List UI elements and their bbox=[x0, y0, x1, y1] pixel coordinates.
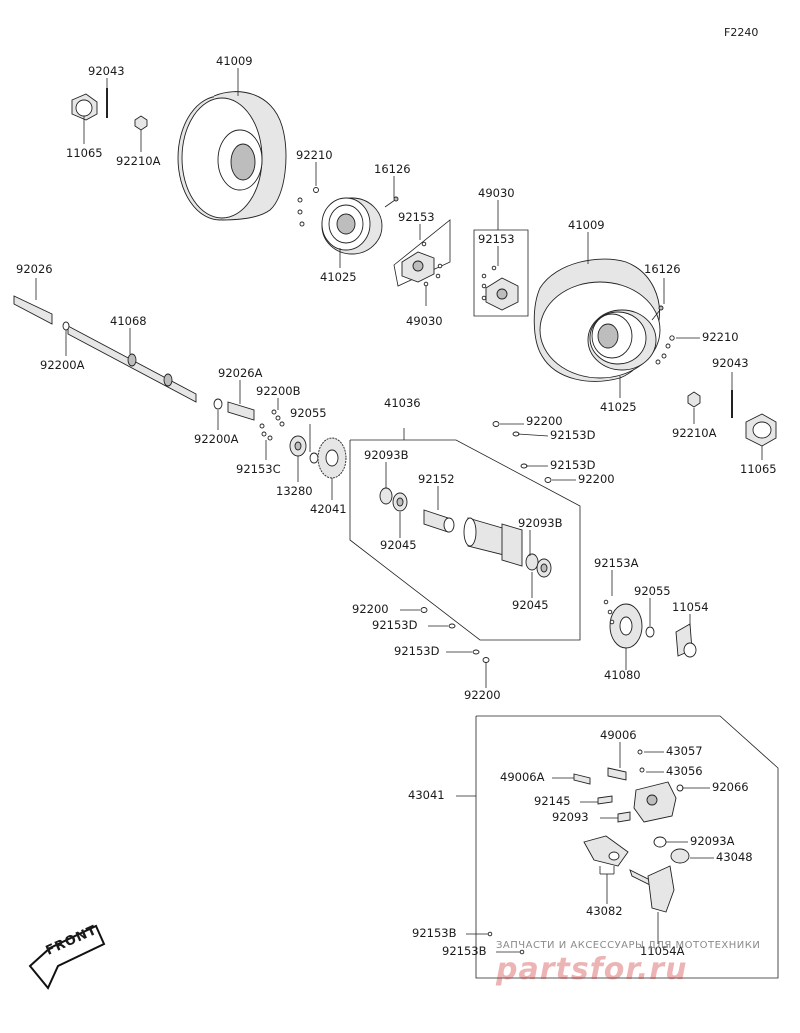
part-label: 43041 bbox=[408, 788, 445, 802]
part-label: 92043 bbox=[712, 356, 749, 370]
part-label: 92210A bbox=[672, 426, 717, 440]
housing-box bbox=[349, 428, 581, 641]
bearings-92045-right bbox=[525, 553, 552, 578]
part-label: 92093B bbox=[518, 516, 563, 530]
nut-92210A-right bbox=[687, 391, 701, 408]
part-label: 92210 bbox=[702, 330, 739, 344]
part-label: 92200 bbox=[464, 688, 501, 702]
part-label: 92153D bbox=[372, 618, 418, 632]
part-label: 92210A bbox=[116, 154, 161, 168]
part-label: 42041 bbox=[310, 502, 347, 516]
part-label: 41025 bbox=[320, 270, 357, 284]
axle-shaft bbox=[13, 295, 255, 421]
part-label: 92200 bbox=[578, 472, 615, 486]
watermark-brand: partsfor.ru bbox=[496, 952, 688, 987]
part-label: 92153A bbox=[594, 556, 639, 570]
part-label: 41009 bbox=[568, 218, 605, 232]
part-label: 49030 bbox=[406, 314, 443, 328]
leader-lines bbox=[35, 68, 763, 953]
part-label: 16126 bbox=[374, 162, 411, 176]
part-label: 92200A bbox=[40, 358, 85, 372]
part-label: 41025 bbox=[600, 400, 637, 414]
caliper-parts bbox=[573, 749, 690, 913]
part-label: 13280 bbox=[276, 484, 313, 498]
tire-left bbox=[177, 91, 287, 221]
part-label: 92210 bbox=[296, 148, 333, 162]
hub-box-left bbox=[393, 219, 451, 287]
part-label: 92045 bbox=[380, 538, 417, 552]
hub-11054 bbox=[675, 623, 697, 658]
bearings-92045-left bbox=[379, 487, 408, 512]
part-label: 92066 bbox=[712, 780, 749, 794]
part-label: 11054 bbox=[672, 600, 709, 614]
figure-reference: F2240 bbox=[724, 26, 759, 39]
wheel-nuts-left bbox=[297, 187, 319, 227]
part-label: 92200 bbox=[352, 602, 389, 616]
part-label: 41068 bbox=[110, 314, 147, 328]
wheel-nuts-right bbox=[655, 335, 675, 365]
part-label: 92093A bbox=[690, 834, 735, 848]
part-label: 92026 bbox=[16, 262, 53, 276]
part-label: 92026A bbox=[218, 366, 263, 380]
part-label: 41036 bbox=[384, 396, 421, 410]
part-label: 92153 bbox=[478, 232, 515, 246]
spacer-92152 bbox=[423, 509, 455, 533]
bolts-92153B bbox=[487, 931, 525, 955]
part-label: 92152 bbox=[418, 472, 455, 486]
part-label: 43048 bbox=[716, 850, 753, 864]
part-label: 11054A bbox=[640, 944, 685, 958]
part-label: 92153 bbox=[398, 210, 435, 224]
part-label: 49006A bbox=[500, 770, 545, 784]
sprocket-42041 bbox=[317, 437, 347, 479]
part-label: 92200 bbox=[526, 414, 563, 428]
part-label: 92200B bbox=[256, 384, 301, 398]
part-label: 16126 bbox=[644, 262, 681, 276]
part-label: 92093 bbox=[552, 810, 589, 824]
front-arrow-icon bbox=[28, 924, 106, 990]
part-label: 11065 bbox=[66, 146, 103, 160]
valve-left bbox=[384, 196, 399, 208]
part-label: 92153B bbox=[442, 944, 487, 958]
nut-92210A-left bbox=[134, 115, 148, 131]
wheel-rim-right bbox=[587, 309, 657, 371]
part-label: 92153B bbox=[412, 926, 457, 940]
part-label: 92055 bbox=[290, 406, 327, 420]
axle-housing bbox=[463, 517, 523, 567]
wheel-rim-left bbox=[321, 197, 383, 255]
valve-right bbox=[651, 305, 664, 321]
part-label: 92153D bbox=[550, 458, 596, 472]
part-label: 92153D bbox=[550, 428, 596, 442]
part-label: 92093B bbox=[364, 448, 409, 462]
part-label: 92043 bbox=[88, 64, 125, 78]
part-label: 11065 bbox=[740, 462, 777, 476]
hub-box-right bbox=[473, 229, 529, 317]
part-label: 92145 bbox=[534, 794, 571, 808]
oring-92055 bbox=[309, 452, 319, 464]
part-label: 92055 bbox=[634, 584, 671, 598]
part-label: 92153D bbox=[394, 644, 440, 658]
oring-92055-right bbox=[645, 626, 655, 638]
part-label: 43082 bbox=[586, 904, 623, 918]
part-label: 49030 bbox=[478, 186, 515, 200]
bearing-13280 bbox=[289, 435, 307, 457]
part-label: 43057 bbox=[666, 744, 703, 758]
bolts-92153C bbox=[259, 409, 285, 441]
part-label: 92200A bbox=[194, 432, 239, 446]
part-label: 92153C bbox=[236, 462, 281, 476]
axle-nut-right bbox=[745, 413, 777, 447]
part-label: 92045 bbox=[512, 598, 549, 612]
part-label: 41009 bbox=[216, 54, 253, 68]
part-label: 43056 bbox=[666, 764, 703, 778]
part-label: 41080 bbox=[604, 668, 641, 682]
part-label: 49006 bbox=[600, 728, 637, 742]
brake-disc bbox=[609, 603, 643, 649]
axle-nut-left bbox=[71, 93, 98, 121]
watermark-caption: ЗАПЧАСТИ И АКСЕССУАРЫ ДЛЯ МОТОТЕХНИКИ bbox=[496, 940, 761, 951]
disc-bolts bbox=[603, 599, 615, 625]
